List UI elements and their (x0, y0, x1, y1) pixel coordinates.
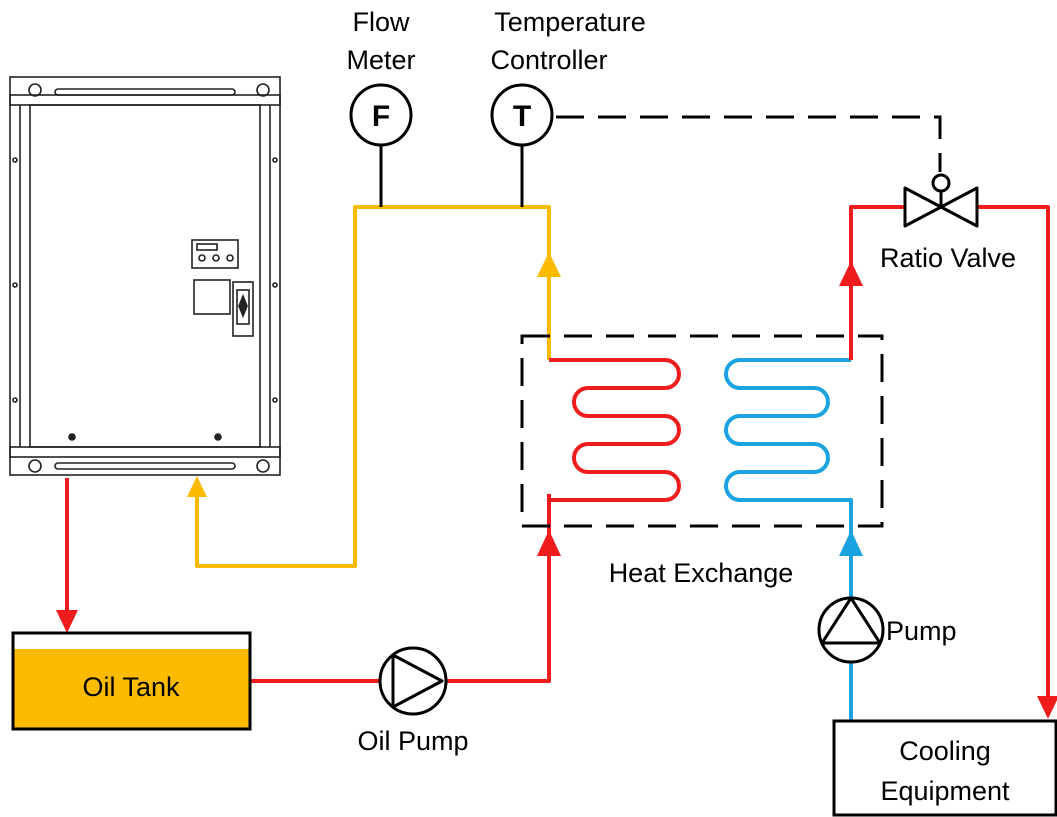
pipe-to-ratio-valve (849, 205, 905, 360)
ratio-valve-actuator (931, 173, 951, 193)
arrow-icon (537, 252, 561, 277)
arrow-icon (839, 530, 863, 556)
oil-tank-label: Oil Tank (82, 672, 180, 702)
heat-exchange-boundary (520, 334, 884, 528)
pipe-oil-return (195, 205, 551, 568)
arrow-icon (187, 476, 207, 497)
flow-meter-label-line2: Meter (346, 45, 415, 75)
temperature-controller-label-line1: Temperature (494, 7, 646, 37)
pipe-tank-to-exchanger (250, 494, 551, 683)
cooling-equipment-label-line1: Cooling (899, 736, 991, 766)
cooling-equipment: Cooling Equipment (832, 719, 1057, 817)
temperature-controller-icon (490, 83, 554, 147)
arrow-icon (1037, 696, 1057, 719)
pump-label: Pump (886, 616, 957, 646)
pipe-valve-to-cooling (977, 205, 1050, 700)
ratio-valve-icon (939, 186, 979, 228)
ratio-valve-icon (903, 186, 943, 228)
arrow-icon (56, 610, 78, 633)
temperature-controller: Temperature Controller T (490, 7, 646, 147)
oil-pump: Oil Pump (357, 646, 469, 756)
cabinet-drawing (9, 76, 281, 476)
oil-tank-fill (14, 649, 249, 728)
arrow-icon (537, 530, 561, 556)
pump-triangle (820, 596, 882, 645)
oil-pump-triangle (391, 653, 444, 709)
oil-tank: Oil Tank (11, 631, 252, 731)
cooling-equipment-label-line2: Equipment (880, 776, 1010, 806)
flow-meter-symbol: F (372, 100, 390, 133)
temperature-controller-label-line2: Controller (490, 45, 607, 75)
cooling-pump: Pump (817, 596, 957, 664)
heat-exchange-label: Heat Exchange (609, 558, 794, 588)
arrow-icon (839, 261, 863, 286)
oil-pump-label: Oil Pump (357, 726, 468, 756)
hot-coil (547, 358, 681, 502)
cooling-equipment-box (832, 719, 1057, 817)
flow-meter: Flow Meter F (346, 7, 416, 147)
flow-meter-label-line1: Flow (352, 7, 410, 37)
temperature-controller-symbol: T (513, 100, 531, 133)
control-signal-line (556, 115, 942, 172)
ratio-valve-label: Ratio Valve (880, 243, 1016, 273)
ratio-valve: Ratio Valve (880, 173, 1016, 273)
cold-coil (724, 358, 853, 720)
flow-meter-icon (349, 83, 413, 147)
oil-pump-icon (378, 646, 448, 716)
